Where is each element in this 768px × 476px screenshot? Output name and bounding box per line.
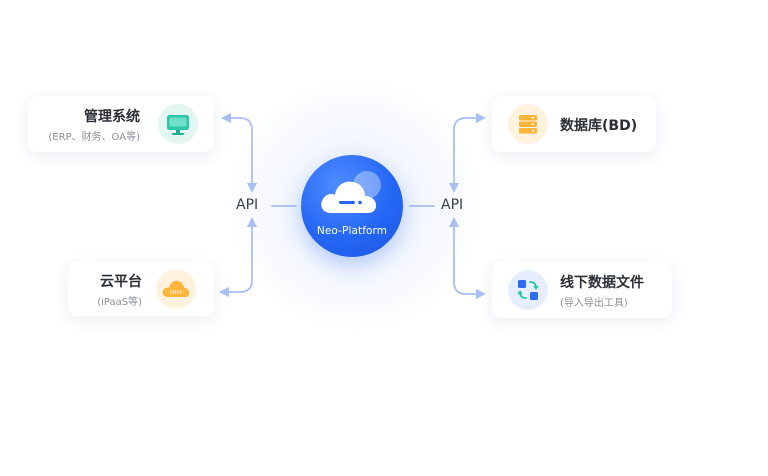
connector-offline-files	[448, 216, 487, 300]
node-subtitle: (导入导出工具)	[560, 298, 628, 309]
monitor-icon	[158, 104, 198, 144]
connector-cloud-platform	[218, 216, 258, 298]
node-subtitle: (iPaaS等)	[97, 297, 142, 308]
connector-database	[448, 112, 487, 194]
node-title: 线下数据文件	[560, 275, 644, 291]
node-cloud-platform: 云平台 (iPaaS等) paas	[68, 262, 214, 316]
hub-label: Neo-Platform	[316, 225, 388, 237]
database-icon	[508, 104, 548, 144]
node-title: 云平台	[100, 274, 142, 290]
node-management-system: 管理系统 (ERP、财务、OA等)	[28, 96, 214, 152]
neo-platform-hub: Neo-Platform	[301, 155, 403, 257]
paas-cloud-icon: paas	[156, 269, 196, 309]
cloud-icon	[321, 171, 381, 213]
file-sync-icon	[508, 270, 548, 310]
node-offline-data-files: 线下数据文件 (导入导出工具)	[492, 262, 672, 318]
api-label-left: API	[236, 197, 259, 213]
node-database: 数据库(BD)	[492, 96, 656, 152]
node-title: 管理系统	[84, 109, 140, 125]
api-label-right: API	[441, 197, 464, 213]
connector-management	[220, 112, 258, 194]
node-title: 数据库(BD)	[560, 118, 638, 134]
node-subtitle: (ERP、财务、OA等)	[48, 132, 140, 143]
paas-badge-text: paas	[169, 290, 182, 296]
